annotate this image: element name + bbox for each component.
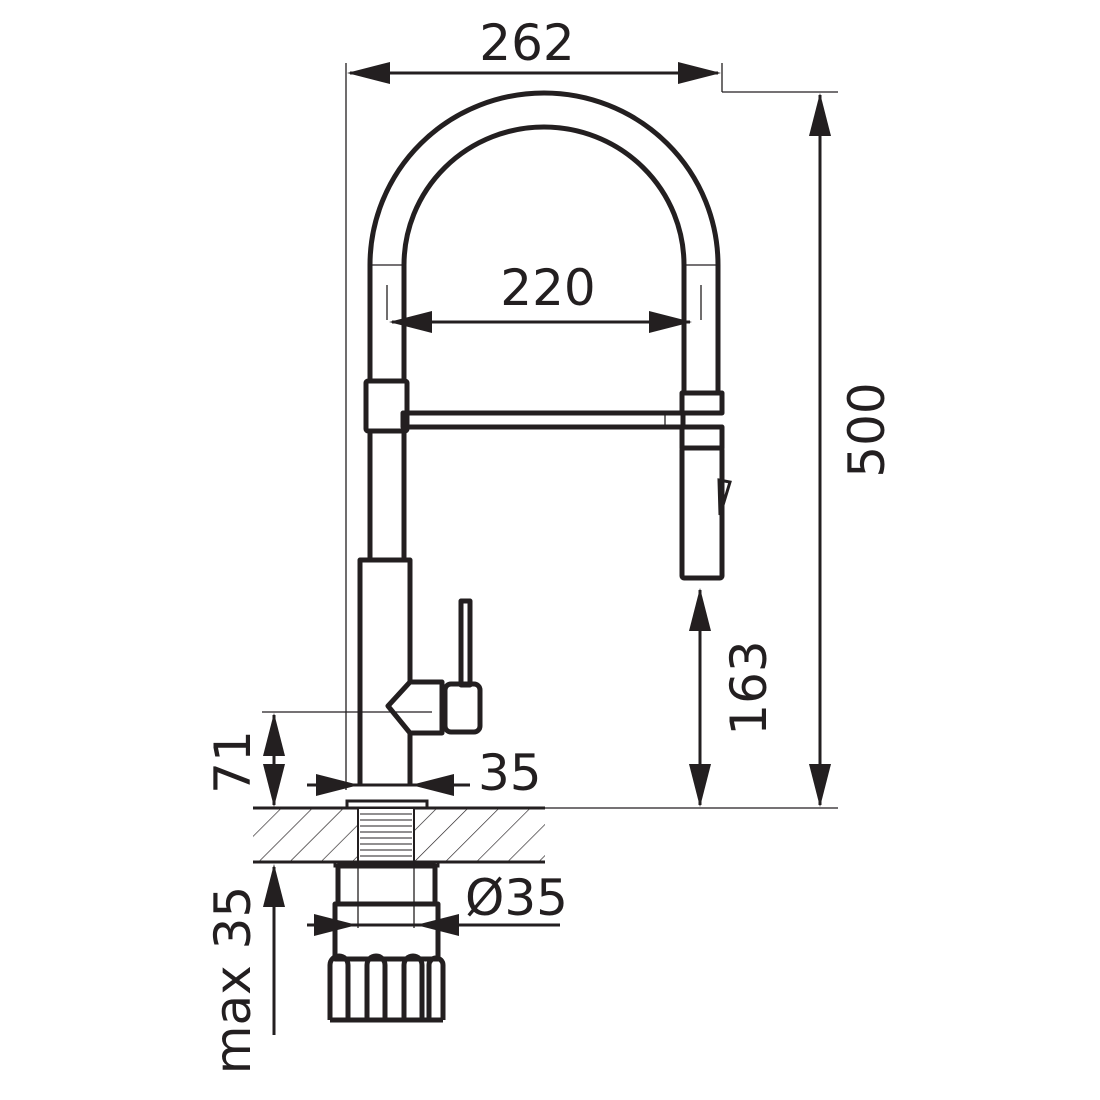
- spring-hose: [367, 90, 721, 393]
- dimension-163: 163: [689, 588, 778, 807]
- faucet-body: [357, 557, 413, 785]
- dimension-71: 71: [204, 711, 432, 807]
- mounting-hardware: [327, 807, 446, 1023]
- spout-reach-label: 220: [500, 259, 595, 317]
- handle-base: [385, 679, 445, 736]
- spray-head-collar: [679, 390, 725, 416]
- handle-height-label: 71: [204, 730, 262, 794]
- overall-height-label: 500: [838, 382, 896, 477]
- left-collar: [363, 378, 410, 434]
- thread-diameter-label: Ø35: [465, 869, 568, 927]
- dimension-35: 35: [307, 744, 542, 802]
- spout-clearance-label: 163: [720, 640, 778, 735]
- overall-width-label: 262: [479, 14, 574, 72]
- anchor-fins: [327, 953, 446, 1023]
- dimension-220: 220: [389, 259, 692, 333]
- base-diameter-label: 35: [478, 744, 542, 802]
- spray-trigger: [717, 478, 732, 516]
- faucet-outline: [345, 90, 732, 810]
- dimension-max-35: max 35: [204, 864, 285, 1074]
- base-plate: [345, 799, 429, 810]
- spray-head: [679, 445, 725, 581]
- handle-lever: [458, 598, 473, 688]
- dimension-thread-35: Ø35: [307, 869, 568, 936]
- threaded-shank: [357, 807, 415, 863]
- dimension-262: 262: [345, 14, 723, 790]
- countertop: [253, 806, 838, 864]
- handle-block: [442, 681, 483, 735]
- spout-arm: [400, 410, 686, 430]
- mounting-nut: [335, 863, 438, 907]
- max-counter-thickness-label: max 35: [204, 886, 262, 1074]
- dimension-500: 500: [722, 91, 896, 807]
